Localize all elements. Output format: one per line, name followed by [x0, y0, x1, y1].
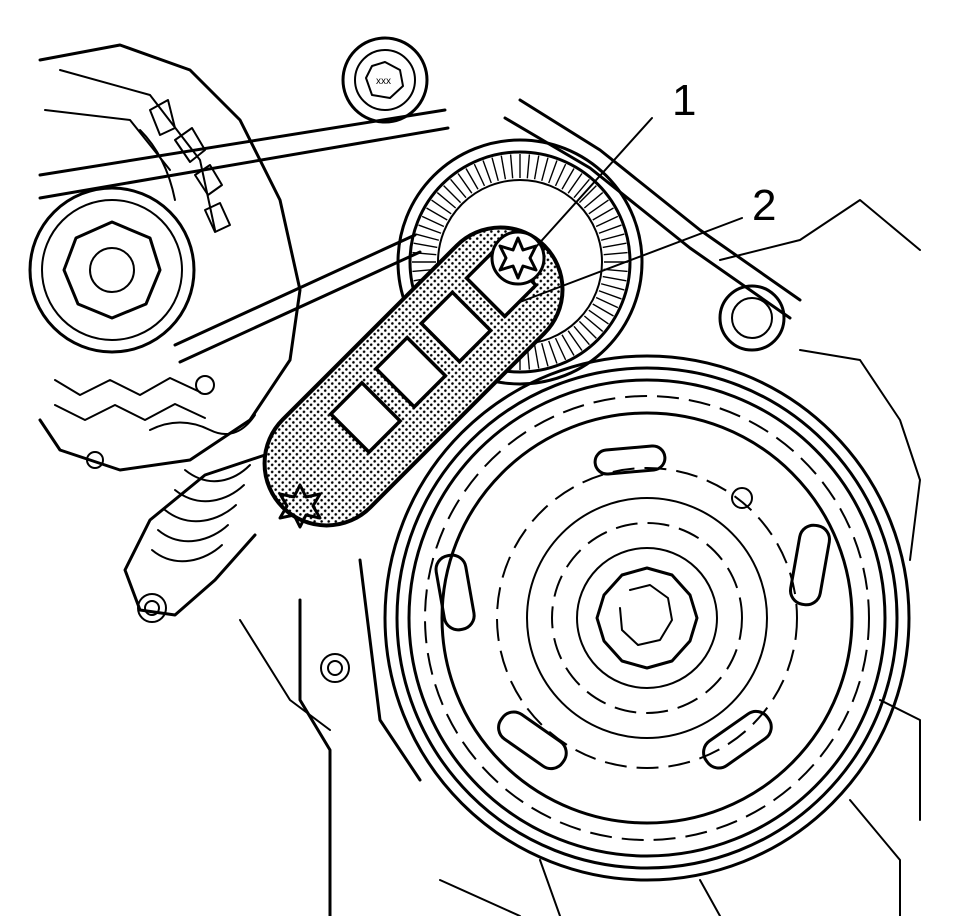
pulley-rib [602, 275, 627, 282]
pulley-rib [588, 199, 609, 215]
pulley-rib [595, 215, 619, 228]
pulley-rib [598, 290, 622, 300]
tool-torx-lower [278, 483, 322, 529]
tool-torx-upper [490, 230, 546, 286]
pulley-rib [603, 251, 628, 256]
pulley-rib [583, 192, 604, 209]
pulley-rib [415, 233, 440, 241]
pulley-rib [491, 157, 499, 182]
pulley-rib [573, 178, 590, 199]
pulley-rib [500, 155, 507, 180]
pulley-rib [418, 224, 442, 234]
pulley-rib [598, 224, 622, 234]
pulley-rib [436, 192, 457, 209]
pulley-rib [457, 173, 473, 194]
pulley-rib [567, 330, 583, 351]
pulley-rib [526, 154, 531, 179]
pulley-rib [578, 320, 597, 339]
tensioner-spring [123, 453, 267, 623]
pulley-rib [588, 309, 609, 325]
pulley-rib [554, 337, 567, 361]
pulley-rib [482, 160, 492, 184]
pulley-rib [533, 344, 540, 369]
callout-label-1: 1 [672, 76, 696, 125]
pulley-rib [541, 342, 549, 367]
pulley-rib [533, 155, 540, 180]
pulley-rib [602, 242, 627, 249]
pulley-rib [600, 283, 625, 291]
alternator-pulley [28, 186, 196, 354]
crankshaft-pulley [383, 354, 911, 882]
pulley-rib [567, 173, 583, 194]
pulley-rib [426, 207, 448, 221]
pulley-rib [541, 157, 549, 182]
pulley-rib [592, 207, 614, 221]
pulley-rib [573, 325, 590, 346]
pulley-rib [412, 251, 437, 256]
idler-pulley: xxx [341, 36, 429, 124]
pulley-rib [554, 163, 567, 187]
svg-text:xxx: xxx [376, 76, 391, 87]
pulley-rib [592, 303, 614, 317]
pulley-rib [431, 199, 452, 215]
pulley-rib [561, 168, 575, 190]
pulley-rib [473, 163, 486, 187]
pulley-rib [583, 315, 604, 332]
pulley-rib [548, 340, 558, 364]
pulley-rib [413, 242, 438, 249]
callout-label-2: 2 [752, 181, 776, 230]
pulley-rib [450, 178, 467, 199]
callout-leader-1 [534, 117, 653, 249]
pulley-rib [509, 154, 514, 179]
pulley-rib [443, 185, 462, 204]
pulley-rib [421, 215, 445, 228]
pulley-rib [465, 168, 479, 190]
callout-leader-2 [519, 217, 743, 303]
pulley-rib [600, 233, 625, 241]
pulley-rib [548, 160, 558, 184]
pulley-rib [595, 296, 619, 309]
engine-block [239, 199, 921, 916]
pulley-rib [578, 185, 597, 204]
drive-belt [38, 98, 802, 364]
pulley-rib [561, 334, 575, 356]
alternator [38, 43, 302, 472]
